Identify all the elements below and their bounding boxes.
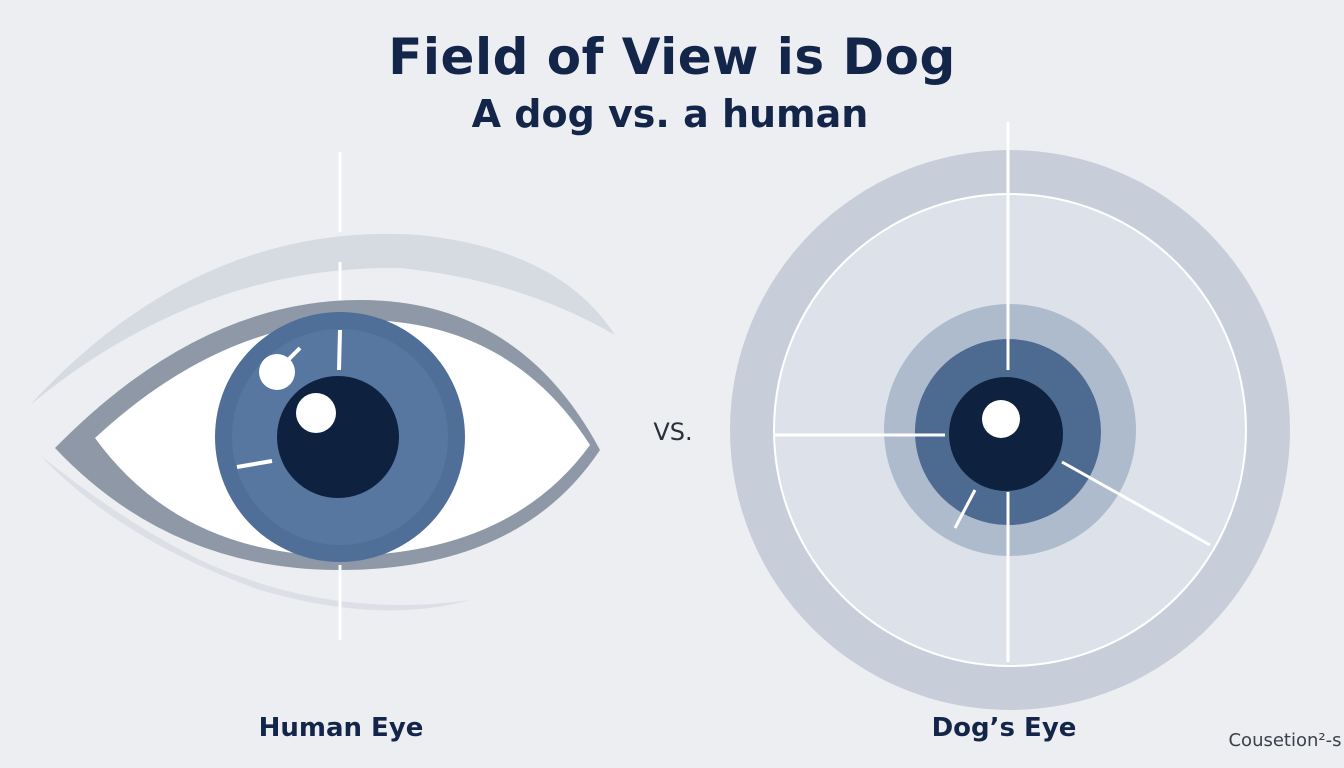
dog-eye-illustration	[730, 122, 1290, 710]
footer-credit: Cousetion²-s	[1228, 730, 1342, 751]
page-subtitle: A dog vs. a human	[471, 92, 869, 136]
dog-eye-label: Dog’s Eye	[931, 713, 1077, 743]
human-eye-illustration	[30, 152, 615, 640]
human-eye-label: Human Eye	[258, 713, 424, 743]
vs-label: VS.	[653, 418, 693, 446]
page-title: Field of View is Dog	[388, 28, 956, 86]
